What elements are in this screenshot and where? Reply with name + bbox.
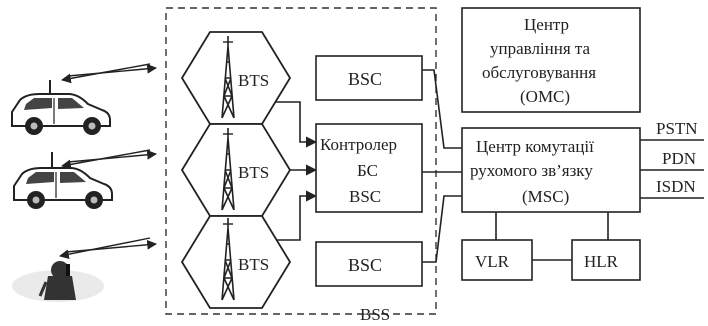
bsc-top-box bbox=[315, 55, 423, 101]
controller-line1: Контролер bbox=[320, 135, 397, 154]
network-label-pdn: PDN bbox=[662, 149, 696, 168]
omc-line2: управління та bbox=[490, 39, 591, 58]
car-icon bbox=[11, 80, 111, 135]
radio-link bbox=[59, 237, 157, 260]
bts-controller-links bbox=[276, 101, 318, 241]
omc-line1: Центр bbox=[524, 15, 569, 34]
omc-box bbox=[461, 7, 641, 113]
bsc-bottom-label: BSC bbox=[348, 255, 382, 275]
car-icon bbox=[13, 152, 113, 209]
bts-cell: BTS bbox=[180, 123, 292, 217]
radio-link bbox=[61, 63, 157, 84]
tower-icon bbox=[221, 36, 235, 119]
network-label-pstn: PSTN bbox=[656, 119, 698, 138]
vlr-box bbox=[461, 239, 533, 281]
msc-line3: (MSC) bbox=[522, 187, 569, 206]
msc-line2: рухомого зв’язку bbox=[470, 161, 593, 180]
bts-label: BTS bbox=[238, 163, 269, 182]
bts-cell: BTS bbox=[180, 31, 292, 125]
bts-label: BTS bbox=[238, 71, 269, 90]
hlr-box bbox=[571, 239, 641, 281]
bss-label: BSS bbox=[360, 305, 390, 324]
controller-line3: BSC bbox=[349, 187, 381, 206]
tower-icon bbox=[221, 128, 235, 211]
omc-line3: обслуговування bbox=[482, 63, 596, 82]
controller-line2: БС bbox=[357, 161, 378, 180]
bsc-msc-links bbox=[422, 69, 462, 263]
hlr-label: HLR bbox=[584, 252, 619, 271]
bsc-top-label: BSC bbox=[348, 69, 382, 89]
network-links bbox=[640, 139, 704, 199]
msc-registers-links bbox=[495, 212, 609, 261]
radio-link bbox=[61, 149, 157, 170]
msc-line1: Центр комутації bbox=[476, 137, 594, 156]
bss-frame bbox=[165, 7, 437, 315]
tower-icon bbox=[221, 218, 235, 301]
bsc-bottom-box bbox=[315, 241, 423, 287]
omc-line4: (ОМС) bbox=[520, 87, 570, 106]
bts-cell: BTS bbox=[180, 215, 292, 309]
controller-box bbox=[315, 123, 423, 213]
bts-label: BTS bbox=[238, 255, 269, 274]
network-label-isdn: ISDN bbox=[656, 177, 696, 196]
vlr-label: VLR bbox=[475, 252, 510, 271]
person-phone-icon bbox=[12, 261, 104, 302]
